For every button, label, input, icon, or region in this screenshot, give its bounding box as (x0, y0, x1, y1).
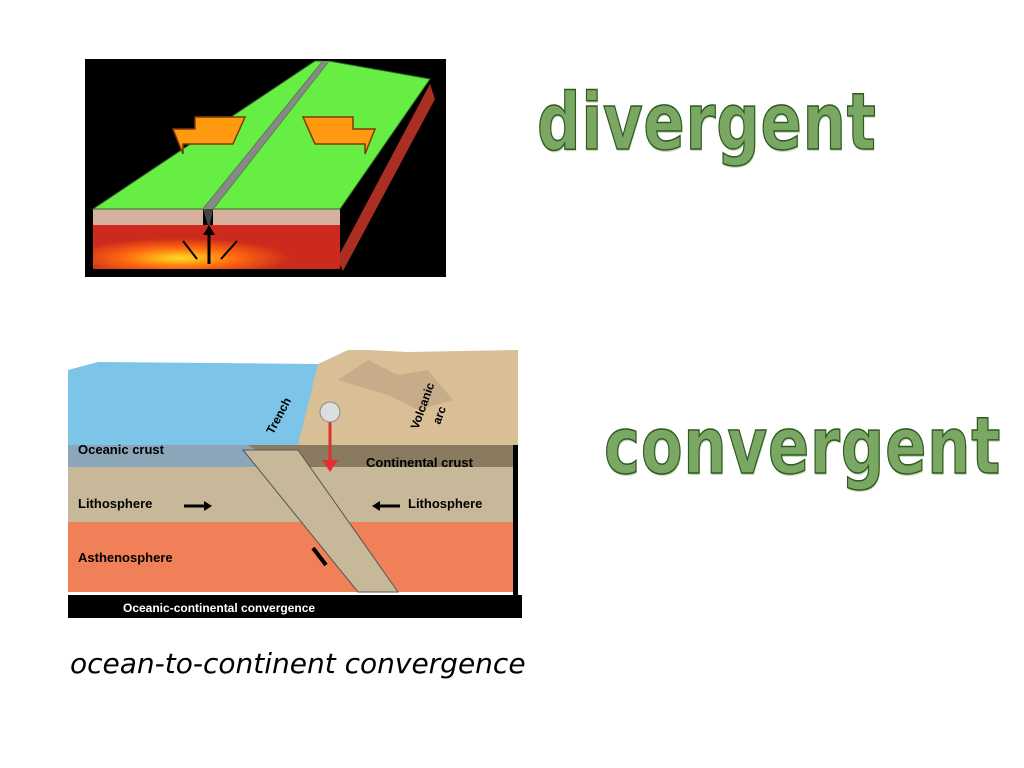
oceanic-crust-label: Oceanic crust (78, 442, 165, 457)
lithosphere-left-label: Lithosphere (78, 496, 152, 511)
lithosphere-left-arrow-icon (204, 501, 212, 511)
right-arrow-icon (301, 116, 377, 155)
diagram-footer (68, 595, 522, 618)
lithosphere-right-label: Lithosphere (408, 496, 482, 511)
ocean (68, 362, 338, 445)
volcano-plume-icon (319, 401, 341, 423)
footer-label: Oceanic-continental convergence (123, 601, 315, 615)
continental-crust-label: Continental crust (366, 455, 474, 470)
convergent-label: convergent (603, 401, 1002, 493)
subducting-plate (241, 449, 399, 593)
rift-valley (203, 61, 329, 209)
convergence-diagram: Trench Volcanic arc Oceanic crust Contin… (68, 350, 522, 618)
caption: ocean-to-continent convergence (70, 647, 526, 680)
right-plate-side (337, 84, 435, 271)
magma-icon (322, 460, 338, 472)
mantle-front (93, 225, 340, 269)
asthenosphere-layer (68, 522, 518, 592)
left-arrow-icon (171, 116, 247, 155)
divergent-label: divergent (536, 77, 877, 169)
right-plate-crust-front (213, 209, 340, 225)
left-plate-crust-front (93, 209, 203, 225)
asthenosphere-label: Asthenosphere (78, 550, 173, 565)
divergent-boundary-diagram (85, 59, 446, 277)
upwelling-arrow-icon (203, 225, 215, 235)
lithosphere-right-arrow-icon (372, 501, 380, 511)
volcanic-arc-label-2: arc (430, 404, 449, 426)
continent (248, 350, 518, 445)
